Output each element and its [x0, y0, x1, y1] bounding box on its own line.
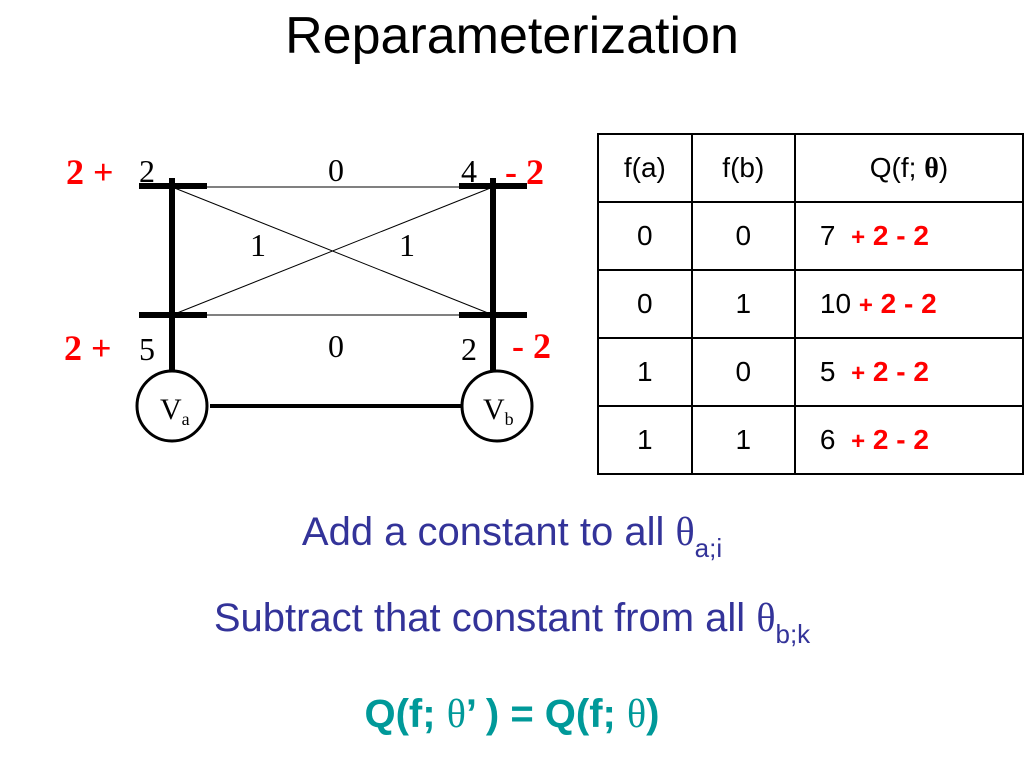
pairwise-bottom: 0	[328, 328, 344, 364]
unary-b-bottom: 2	[461, 331, 477, 367]
q-adjust: 2 - 2	[872, 424, 929, 455]
cell-fa: 1	[597, 337, 693, 407]
subtract-constant-line: Subtract that constant from all θb;k	[0, 594, 1024, 650]
cell-fb: 0	[690, 201, 796, 271]
q-plus: +	[851, 360, 866, 387]
mrf-graph-diagram: Va Vb 2 5 4 2 0 0 1 1 2 + 2 + - 2 - 2	[64, 152, 551, 443]
cell-fa: 1	[597, 405, 693, 475]
node-va-sub: a	[182, 409, 190, 429]
prime-mark: ’	[465, 692, 475, 736]
table-row: 1 1 6 + 2 - 2	[597, 405, 1024, 475]
table-row: 0 0 7 + 2 - 2	[597, 201, 1024, 271]
table-header-row: f(a) f(b) Q(f; θ)	[597, 133, 1024, 203]
theta-prime-symbol: θ	[446, 691, 466, 736]
slide-title: Reparameterization	[285, 7, 739, 65]
pairwise-cross-left: 1	[250, 227, 266, 263]
q-adjust: 2 - 2	[872, 220, 929, 251]
node-vb-label: V	[483, 393, 505, 426]
edge-cross-2	[171, 186, 494, 316]
cell-fa: 0	[597, 201, 693, 271]
subscript-bk: b;k	[775, 619, 811, 649]
header-q: Q(f; θ)	[793, 133, 1024, 203]
cell-fb: 1	[690, 269, 796, 339]
energy-table: f(a) f(b) Q(f; θ) 0 0 7 + 2 - 2 0 1 10 +…	[597, 133, 1024, 475]
q-value: 7	[819, 220, 836, 251]
add-constant-text: Add a constant to all	[301, 510, 676, 554]
annotation-b-top: - 2	[505, 152, 544, 192]
q-plus: +	[858, 292, 873, 319]
eq-right: )	[646, 692, 660, 736]
annotation-b-bottom: - 2	[512, 326, 551, 366]
pairwise-top: 0	[328, 152, 344, 188]
unary-a-bottom: 5	[139, 331, 155, 367]
annotation-a-bottom: 2 +	[64, 328, 112, 368]
table-row: 0 1 10 + 2 - 2	[597, 269, 1024, 339]
svg-text:Vb: Vb	[483, 393, 514, 429]
subtract-constant-text: Subtract that constant from all	[213, 596, 757, 640]
annotation-a-top: 2 +	[66, 152, 114, 192]
node-va-label: V	[160, 393, 182, 426]
q-adjust: 2 - 2	[880, 288, 937, 319]
node-va	[135, 369, 209, 443]
unary-a-top: 2	[139, 153, 155, 189]
header-q-prefix: Q(f;	[869, 151, 925, 183]
theta-symbol: θ	[756, 595, 776, 640]
cell-q: 5 + 2 - 2	[793, 337, 1024, 407]
equality-equation: Q(f; θ’ ) = Q(f; θ)	[0, 690, 1024, 737]
q-plus: +	[851, 224, 866, 251]
subscript-ai: a;i	[694, 533, 723, 563]
svg-text:Va: Va	[160, 393, 190, 429]
cell-q: 7 + 2 - 2	[793, 201, 1024, 271]
table-row: 1 0 5 + 2 - 2	[597, 337, 1024, 407]
header-q-suffix: )	[938, 151, 949, 183]
theta-symbol: θ	[626, 691, 647, 736]
q-value: 10	[819, 288, 852, 319]
eq-mid: ) = Q(f;	[474, 692, 627, 736]
cell-fb: 1	[690, 405, 796, 475]
header-fb: f(b)	[690, 133, 796, 203]
unary-b-top: 4	[461, 153, 477, 189]
node-vb	[460, 369, 534, 443]
add-constant-line: Add a constant to all θa;i	[0, 508, 1024, 564]
cell-q: 6 + 2 - 2	[793, 405, 1024, 475]
cell-fb: 0	[690, 337, 796, 407]
q-value: 6	[819, 424, 836, 455]
header-theta: θ	[924, 152, 939, 184]
q-plus: +	[851, 428, 866, 455]
theta-symbol: θ	[675, 509, 695, 554]
q-adjust: 2 - 2	[872, 356, 929, 387]
header-fa: f(a)	[597, 133, 693, 203]
q-value: 5	[819, 356, 836, 387]
eq-left: Q(f;	[364, 692, 447, 736]
cell-q: 10 + 2 - 2	[793, 269, 1024, 339]
pairwise-cross-right: 1	[399, 227, 415, 263]
cell-fa: 0	[597, 269, 693, 339]
node-vb-sub: b	[505, 409, 514, 429]
